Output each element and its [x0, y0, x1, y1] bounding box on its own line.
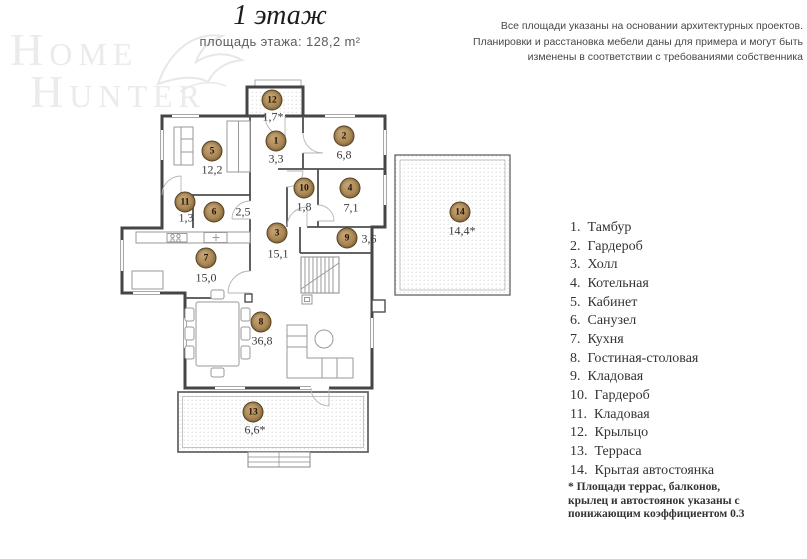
room-marker-7: 7: [195, 247, 217, 269]
living-room-furniture: [184, 289, 354, 379]
disclaimer-line: Все площади указаны на основании архитек…: [500, 20, 803, 32]
disclaimer-line: Планировки и расстановка мебели даны для…: [473, 35, 803, 48]
footnote-line: крылец и автостоянок указаны с: [568, 494, 740, 507]
legend-item-5: 5.Кабинет: [570, 294, 638, 310]
room-number: 7: [203, 253, 209, 263]
dining-table: [195, 301, 240, 367]
chimney: [371, 299, 386, 313]
legend-item-6: 6.Санузел: [570, 313, 637, 329]
legend-item-12: 12.Крыльцо: [570, 425, 649, 441]
room-marker-14: 14: [449, 201, 471, 223]
room-number: 13: [248, 407, 258, 417]
room-number: 2: [341, 131, 347, 141]
room-number: 1: [273, 136, 279, 146]
floor-plan-drawing: [119, 79, 511, 468]
room-marker-10: 10: [293, 177, 315, 199]
disclaimer-line: изменены в соответствии с требованиями с…: [527, 51, 803, 63]
room-number: 12: [267, 95, 277, 105]
room-area-10: 1,8: [296, 199, 312, 214]
legend-item-9: 9.Кладовая: [570, 369, 644, 385]
room-number: 14: [455, 207, 465, 217]
legend-item-1: 1.Тамбур: [570, 220, 632, 235]
room-marker-12: 12: [261, 89, 283, 111]
room-area-7: 15,0: [195, 270, 217, 285]
room-number: 6: [211, 207, 217, 217]
footnote: * Площади террас, балконов, крылец и авт…: [568, 481, 758, 522]
column: [244, 293, 253, 303]
room-number: 9: [344, 233, 350, 243]
room-marker-5: 5: [201, 140, 223, 162]
legend-item-11: 11.Кладовая: [570, 406, 650, 422]
room-area-5: 12,2: [201, 162, 223, 177]
stairs: [300, 256, 340, 305]
legend-item-4: 4.Котельная: [570, 275, 649, 291]
room-area-3: 15,1: [267, 246, 289, 261]
room-area-9: 3,6: [361, 231, 377, 246]
room-number: 5: [209, 146, 215, 156]
legend-item-2: 2.Гардероб: [570, 238, 643, 254]
room-marker-9: 9: [336, 227, 358, 249]
room-marker-4: 4: [339, 177, 361, 199]
room-marker-13: 13: [242, 401, 264, 423]
room-marker-8: 8: [250, 311, 272, 333]
room-area-12: 1,7*: [262, 109, 284, 124]
room-number: 10: [299, 183, 309, 193]
legend-item-10: 10.Гардероб: [570, 387, 650, 403]
room-number: 3: [274, 228, 280, 238]
room-marker-11: 11: [174, 191, 196, 213]
page-title: 1 этаж: [233, 0, 327, 31]
room-area-11: 1,3: [178, 210, 194, 225]
legend-item-8: 8.Гостиная-столовая: [570, 350, 699, 366]
carport-area: [394, 154, 511, 296]
footnote-line: * Площади террас, балконов,: [568, 481, 721, 493]
room-number: 8: [258, 317, 264, 327]
study-furniture: [173, 120, 251, 173]
room-number: 11: [180, 197, 190, 207]
legend-item-3: 3.Холл: [570, 257, 618, 273]
floor-plan: 1 2 3 4 5 6 7 8 9 10 11 12 13 14 3,3 6,8…: [115, 75, 575, 475]
disclaimer-text: Все площади указаны на основании архитек…: [470, 19, 803, 66]
legend-item-7: 7.Кухня: [570, 331, 624, 347]
terrace-area: [177, 391, 369, 468]
room-area-1: 3,3: [268, 151, 284, 166]
room-area-8: 36,8: [251, 333, 273, 348]
footnote-line: понижающим коэффициентом 0.3: [568, 508, 745, 520]
room-area-13: 6,6*: [244, 422, 266, 437]
kitchen-furniture: [131, 231, 251, 290]
floor-area-subtitle: площадь этажа: 128,2 m²: [199, 34, 361, 49]
stove-icon: [203, 232, 228, 243]
home-hunter-logo: Home: [10, 24, 139, 75]
room-area-4: 7,1: [343, 200, 359, 215]
room-marker-2: 2: [333, 125, 355, 147]
home-hunter-logo-line2: Hunter: [30, 66, 206, 117]
room-marker-6: 6: [203, 201, 225, 223]
coffee-table: [314, 329, 334, 349]
room-number: 4: [347, 183, 353, 193]
legend-item-13: 13.Терраса: [570, 443, 642, 459]
room-legend: 1.Тамбур 2.Гардероб 3.Холл 4.Котельная 5…: [570, 219, 714, 480]
room-marker-1: 1: [265, 130, 287, 152]
room-marker-3: 3: [266, 222, 288, 244]
room-area-14: 14,4*: [448, 223, 476, 238]
eagle-logo-icon: [156, 34, 246, 93]
room-area-6: 2,5: [235, 204, 251, 219]
room-area-2: 6,8: [336, 147, 352, 162]
legend-item-14: 14.Крытая автостоянка: [570, 462, 715, 478]
